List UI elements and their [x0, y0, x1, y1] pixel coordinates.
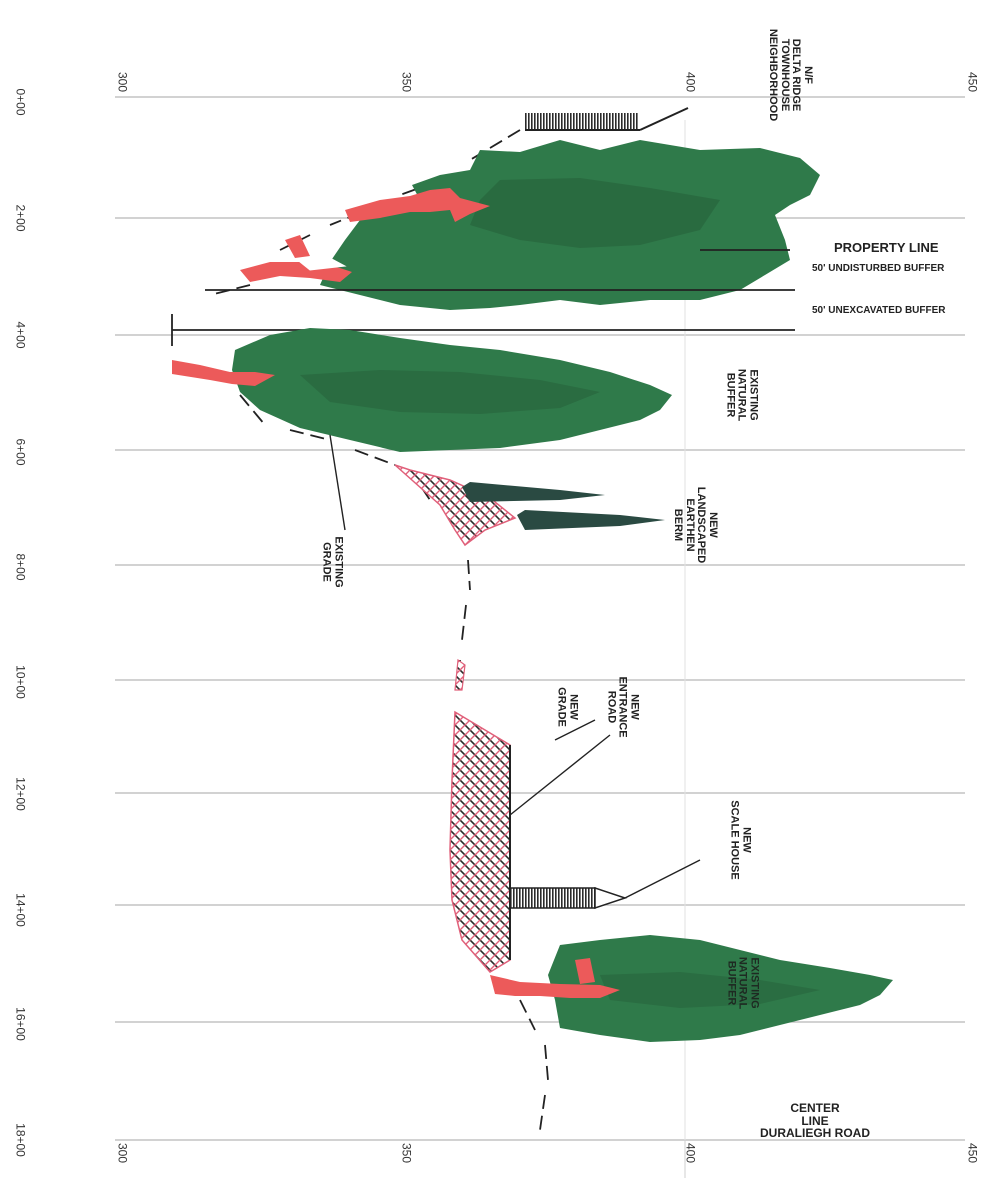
station-grid	[115, 96, 965, 1141]
earthen-berm	[394, 464, 517, 547]
tree-trunk-4	[490, 975, 620, 998]
berm-line: LANDSCAPED	[695, 486, 708, 564]
scale-house	[509, 886, 628, 910]
undisturbed-buffer-label: 50' UNDISTURBED BUFFER	[812, 263, 945, 274]
unexcavated-buffer-label: 50' UNEXCAVATED BUFFER	[812, 305, 946, 316]
berm-label: NEW LANDSCAPED EARTHEN BERM	[672, 486, 720, 564]
tree-canopy-3-shade	[600, 972, 820, 1008]
elevation-top-400: 400	[683, 71, 698, 93]
existing-buffer-line: EXISTING	[747, 369, 760, 421]
station-label: 4+00	[13, 321, 28, 349]
conifer-1	[462, 482, 605, 502]
station-label: 18+00	[13, 1123, 28, 1157]
station-label: 2+00	[13, 204, 28, 232]
tree-trunk-4b	[575, 958, 595, 984]
existing-buffer-line: NATURAL	[735, 368, 748, 422]
neighborhood-line: NEIGHBORHOOD	[767, 28, 780, 122]
neighborhood-line: TOWNHOUSE	[779, 38, 791, 112]
townhouse-structure	[525, 107, 689, 131]
neighborhood-line: DELTA RIDGE	[790, 38, 803, 112]
station-label: 0+00	[13, 88, 28, 116]
scale-house-line: NEW	[740, 827, 753, 853]
neighborhood-label: N/F DELTA RIDGE TOWNHOUSE NEIGHBORHOOD	[767, 28, 815, 122]
existing-grade-label: EXISTING GRADE	[320, 536, 345, 588]
conifer-2	[517, 510, 665, 530]
station-label: 6+00	[13, 438, 28, 466]
station-label: 16+00	[13, 1007, 28, 1041]
elevation-bottom-400: 400	[683, 1142, 698, 1164]
elevation-bottom-300: 300	[115, 1142, 130, 1164]
station-label: 14+00	[13, 893, 28, 927]
existing-buffer-2-line: EXISTING	[748, 957, 761, 1009]
scale-house-label: NEW SCALE HOUSE	[728, 800, 753, 880]
new-grade-label: NEW GRADE	[555, 687, 580, 727]
new-grade-line: GRADE	[556, 687, 568, 727]
existing-grade-line: GRADE	[321, 542, 333, 582]
station-label: 8+00	[13, 553, 28, 581]
property-line-label: PROPERTY LINE	[834, 240, 939, 255]
tree-trunk-1	[345, 188, 490, 222]
existing-buffer-2-line: NATURAL	[736, 956, 749, 1010]
tree-canopy-1-shade	[470, 178, 720, 248]
station-label: 12+00	[13, 777, 28, 811]
elevation-top-450: 450	[965, 71, 980, 93]
existing-grade-line: EXISTING	[332, 536, 345, 588]
elevation-bottom-350: 350	[399, 1142, 414, 1164]
station-label: 10+00	[13, 665, 28, 699]
entrance-road-label: NEW ENTRANCE ROAD	[605, 676, 640, 737]
center-line-line: DURALIEGH ROAD	[760, 1126, 870, 1141]
elevation-bottom-450: 450	[965, 1142, 980, 1164]
existing-buffer-label: EXISTING NATURAL BUFFER	[724, 369, 759, 421]
tree-canopy-2-shade	[300, 370, 600, 414]
scale-house-line: SCALE HOUSE	[729, 800, 741, 880]
center-line-line: CENTER	[790, 1101, 840, 1115]
entrance-road-line: NEW	[628, 694, 641, 720]
berm-line: EARTHEN	[684, 498, 696, 552]
neighborhood-line: N/F	[802, 66, 815, 84]
entrance-road-line: ROAD	[605, 690, 618, 724]
tree-trunk-2b	[285, 235, 310, 258]
berm-line: NEW	[707, 512, 720, 538]
existing-buffer-line: BUFFER	[724, 372, 737, 418]
berm-line: BERM	[672, 508, 685, 542]
new-grade-line: NEW	[567, 694, 580, 720]
existing-buffer-2-label: EXISTING NATURAL BUFFER	[725, 957, 760, 1009]
center-line-label: CENTER LINE DURALIEGH ROAD	[760, 1102, 870, 1140]
elevation-top-350: 350	[399, 71, 414, 93]
entrance-road-fill	[449, 710, 511, 973]
leader-lines	[329, 434, 701, 899]
elevation-top-300: 300	[115, 71, 130, 93]
buffer-lines	[171, 249, 795, 346]
existing-buffer-2-line: BUFFER	[725, 960, 738, 1006]
center-line-line: LINE	[801, 1113, 829, 1128]
tree-trunk-3	[172, 360, 275, 386]
grade-transition	[454, 658, 466, 691]
fill-wedge-1	[298, 257, 347, 271]
entrance-road-line: ENTRANCE	[616, 676, 629, 738]
